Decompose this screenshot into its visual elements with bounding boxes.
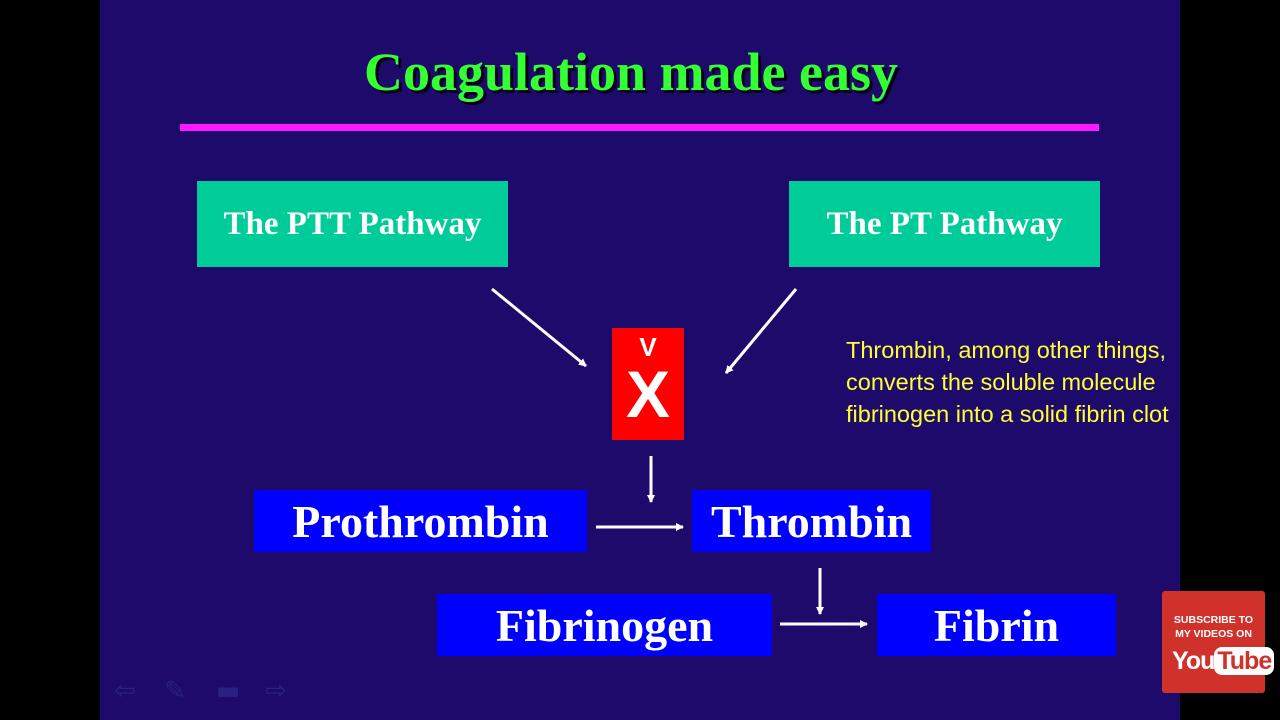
factor-x-label: X <box>625 357 671 431</box>
fibrinogen-box: Fibrinogen <box>437 594 772 656</box>
pen-icon[interactable]: ✎ <box>164 676 186 706</box>
youtube-logo-tube: Tube <box>1214 647 1275 675</box>
factor-x-v-box: V X <box>612 328 684 440</box>
slideshow-nav: ⇦ ✎ ▬ ⇨ <box>110 676 310 706</box>
ptt-to-factor-arrow <box>491 287 587 368</box>
pt-to-factor-arrow <box>724 288 798 374</box>
ptt-pathway-box: The PTT Pathway <box>197 181 508 267</box>
youtube-logo-you: You <box>1172 647 1215 675</box>
title-divider <box>180 124 1099 131</box>
thrombin-note: Thrombin, among other things, converts t… <box>846 337 1169 427</box>
previous-icon[interactable]: ⇦ <box>114 676 136 706</box>
subscribe-line-2: MY VIDEOS ON <box>1175 628 1252 640</box>
thrombin-box: Thrombin <box>692 490 931 552</box>
factor-v-label: V <box>639 332 657 362</box>
subscribe-line-1: SUBSCRIBE TO <box>1173 614 1254 626</box>
pt-pathway-box: The PT Pathway <box>789 181 1100 267</box>
next-icon[interactable]: ⇨ <box>265 676 287 706</box>
subscribe-text: SUBSCRIBE TO MY VIDEOS ON <box>1162 613 1265 641</box>
menu-icon[interactable]: ▬ <box>215 676 241 706</box>
prothrombin-box: Prothrombin <box>254 490 587 552</box>
flow-arrows <box>491 287 868 628</box>
slide: Coagulation made easy The PTT Pathway Th… <box>100 0 1180 720</box>
fibrin-box: Fibrin <box>877 594 1116 656</box>
slide-title: Coagulation made easy <box>363 42 898 102</box>
